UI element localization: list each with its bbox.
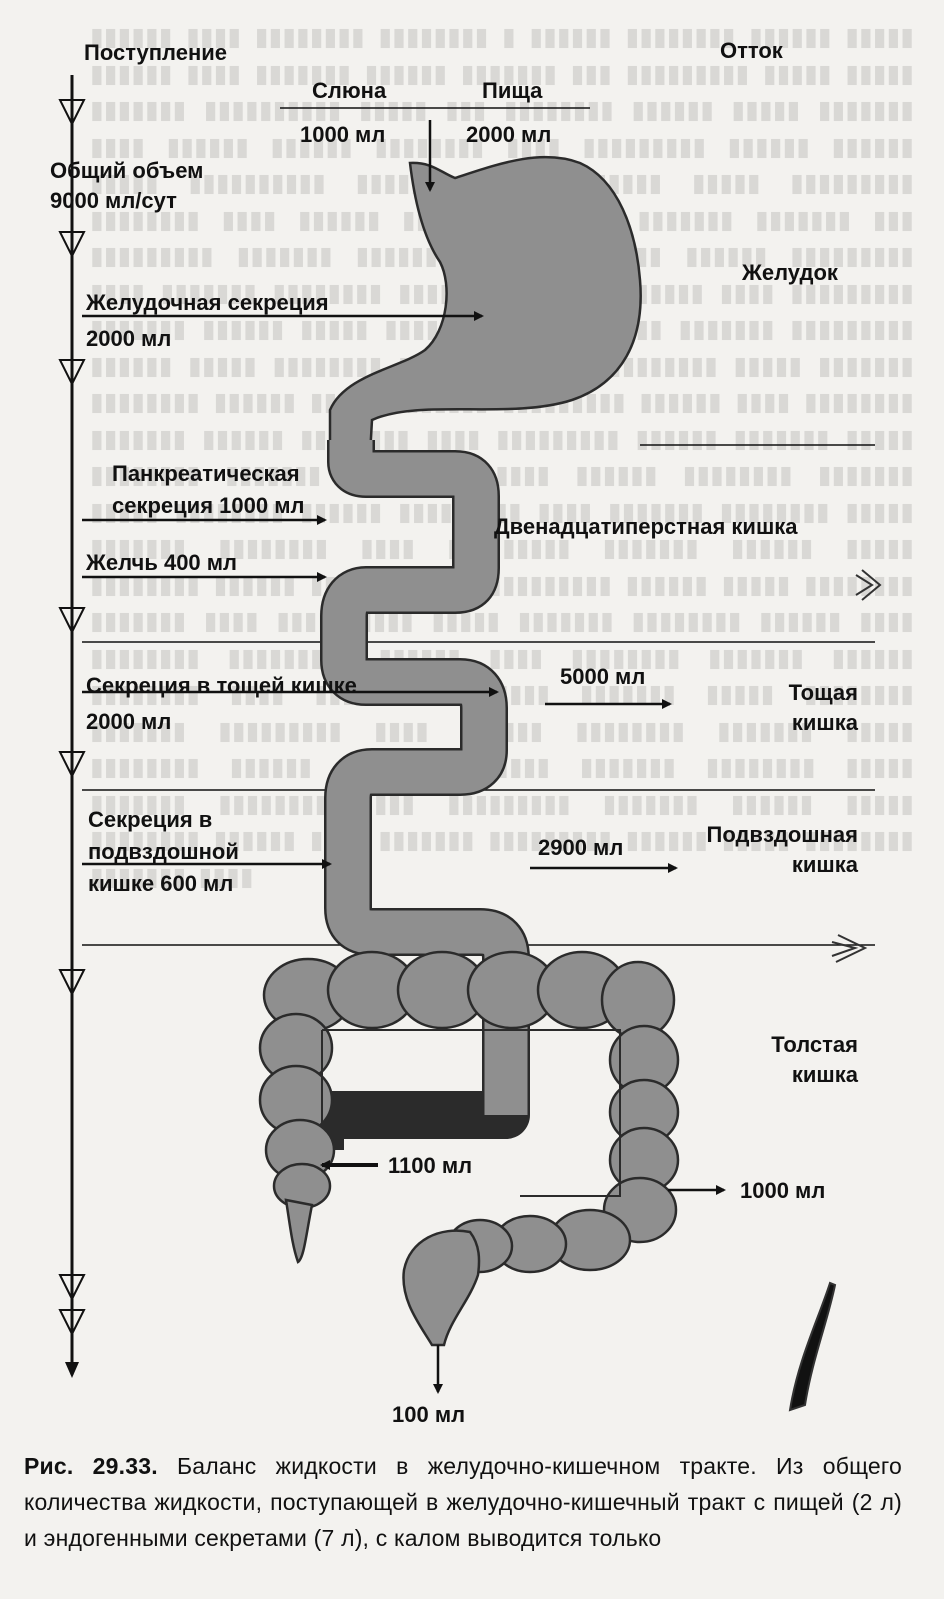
jejunum-out-value: 5000 мл <box>560 664 646 689</box>
tick-marker <box>58 1309 86 1337</box>
tick-marker <box>58 231 86 259</box>
colon-shape <box>258 950 680 1274</box>
colon-inner-outline <box>322 1029 621 1197</box>
tick-marker <box>58 359 86 387</box>
ileum-out-value: 2900 мл <box>538 835 624 860</box>
stomach-shape <box>328 155 642 457</box>
pancreatic-secretion-label: Панкреатическая секреция 1000 мл <box>112 461 305 518</box>
jejunal-secretion-label: Секреция в тощей кишке 2000 мл <box>86 673 357 734</box>
colon-in-value: 1100 мл <box>388 1153 473 1178</box>
rectum-shape <box>402 1229 481 1347</box>
food-label: Пища <box>482 78 543 103</box>
jejunum-label: Тощая кишка <box>788 680 858 735</box>
caption-text: Баланс жидкости в желудочно-кишечном тра… <box>24 1453 903 1551</box>
flow-arrows <box>82 120 726 1394</box>
small-intestine-fill <box>322 440 528 1115</box>
saliva-label: Слюна <box>312 78 387 103</box>
margin-marks <box>788 569 882 1412</box>
inflow-axis <box>58 75 86 1378</box>
tick-marker <box>58 1274 86 1302</box>
figure-caption: Рис. 29.33. Баланс жидкости в желудочно-… <box>24 1448 902 1556</box>
ileal-secretion-label: Секреция в подвздошной кишке 600 мл <box>88 807 239 896</box>
bile-label: Желчь 400 мл <box>86 550 238 575</box>
colon-label: Толстая кишка <box>771 1032 858 1087</box>
gi-tract-diagram <box>58 75 882 1412</box>
total-volume: Общий объем 9000 мл/сут <box>50 158 204 213</box>
tick-marker <box>58 969 86 997</box>
duodenum-label: Двенадцатиперстная кишка <box>494 514 798 539</box>
gastric-secretion-label: Желудочная секреция 2000 мл <box>86 290 329 351</box>
stomach-label: Желудок <box>742 260 838 285</box>
inflow-title: Поступление <box>84 40 228 65</box>
tick-marker <box>58 751 86 779</box>
food-value: 2000 мл <box>466 122 552 147</box>
tick-marker <box>58 607 86 635</box>
saliva-value: 1000 мл <box>300 122 386 147</box>
ileum-label: Подвздошная кишка <box>706 822 859 877</box>
outflow-title: Отток <box>720 38 783 63</box>
caption-label: Рис. 29.33. <box>24 1453 158 1479</box>
feces-value: 100 мл <box>392 1402 466 1427</box>
colon-out-value: 1000 мл <box>740 1178 826 1203</box>
appendix-shape <box>284 1198 314 1264</box>
tick-marker <box>58 99 86 127</box>
